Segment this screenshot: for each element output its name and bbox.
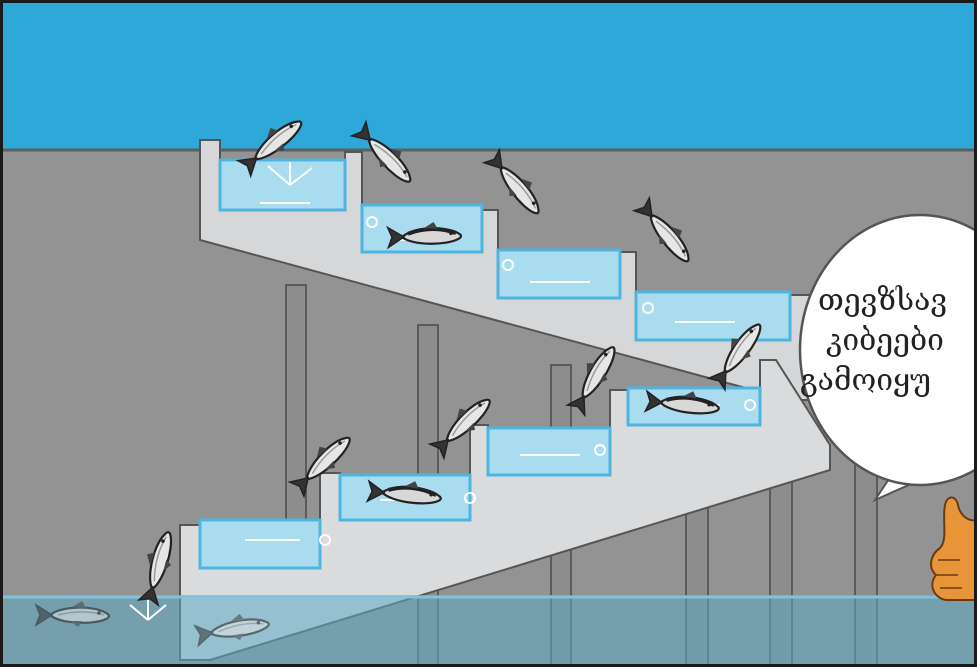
river-water <box>0 595 977 667</box>
sky-band <box>0 0 977 150</box>
speech-bubble: თევზსავ კიბეები გამოიყუ <box>798 213 977 503</box>
fish-group <box>34 109 770 649</box>
bubble-line-2: კიბეები <box>826 323 944 358</box>
bubble-line-3: გამოიყუ <box>800 363 931 398</box>
bubble-line-1: თევზსავ <box>818 283 947 318</box>
thumbs-up-icon <box>930 496 977 601</box>
